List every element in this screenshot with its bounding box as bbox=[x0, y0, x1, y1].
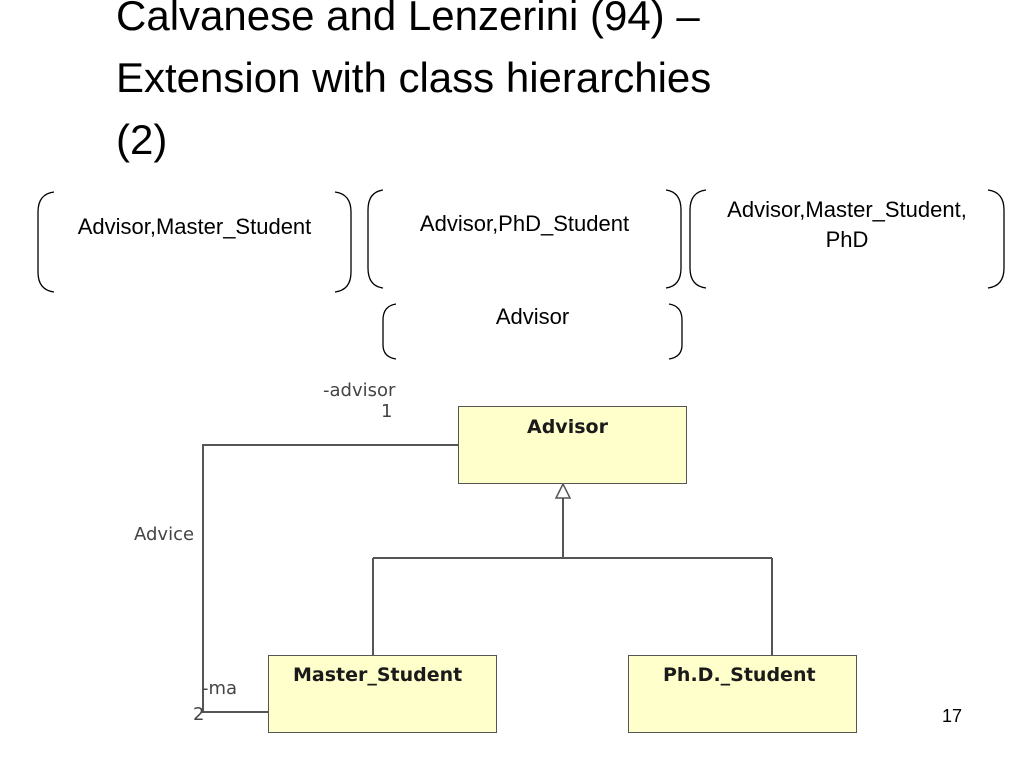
set-3-label: Advisor,Master_Student, PhD bbox=[692, 195, 1002, 255]
class-advisor: Advisor bbox=[458, 406, 687, 484]
multiplicity-advisor-label: 1 bbox=[381, 401, 393, 422]
set-3-label-line-2: PhD bbox=[825, 227, 869, 252]
role-ma-label: -ma bbox=[202, 678, 238, 699]
title-line-3: (2) bbox=[116, 116, 168, 163]
set-4-right-bracket bbox=[668, 303, 683, 360]
association-name-label: Advice bbox=[134, 524, 195, 545]
generalization-arrowhead bbox=[554, 482, 572, 499]
slide-title: Calvanese and Lenzerini (94) – Extension… bbox=[116, 0, 916, 171]
page-number: 17 bbox=[942, 706, 963, 726]
multiplicity-ma-label: 2 bbox=[193, 704, 205, 725]
set-3-right-bracket bbox=[987, 189, 1005, 289]
set-2-right-bracket bbox=[665, 189, 682, 289]
class-master-student-name: Master_Student bbox=[293, 664, 463, 686]
class-phd-student-name: Ph.D._Student bbox=[663, 664, 816, 686]
set-1-right-bracket bbox=[334, 191, 352, 293]
set-3-left-bracket bbox=[689, 189, 707, 289]
set-3-label-line-1: Advisor,Master_Student, bbox=[727, 197, 967, 222]
class-phd-student: Ph.D._Student bbox=[628, 655, 857, 733]
set-4-label: Advisor bbox=[495, 304, 570, 329]
class-advisor-name: Advisor bbox=[527, 416, 608, 438]
set-2-left-bracket bbox=[367, 189, 384, 289]
title-line-2: Extension with class hierarchies bbox=[116, 54, 712, 101]
set-4-left-bracket bbox=[382, 303, 397, 360]
advice-association-line bbox=[202, 444, 458, 713]
title-line-1: Calvanese and Lenzerini (94) – bbox=[116, 0, 700, 39]
set-1-left-bracket bbox=[37, 191, 55, 293]
class-master-student: Master_Student bbox=[268, 655, 497, 733]
set-2-label: Advisor,PhD_Student bbox=[419, 211, 630, 236]
role-advisor-label: -advisor bbox=[323, 380, 396, 401]
set-1-label: Advisor,Master_Student bbox=[77, 214, 312, 239]
